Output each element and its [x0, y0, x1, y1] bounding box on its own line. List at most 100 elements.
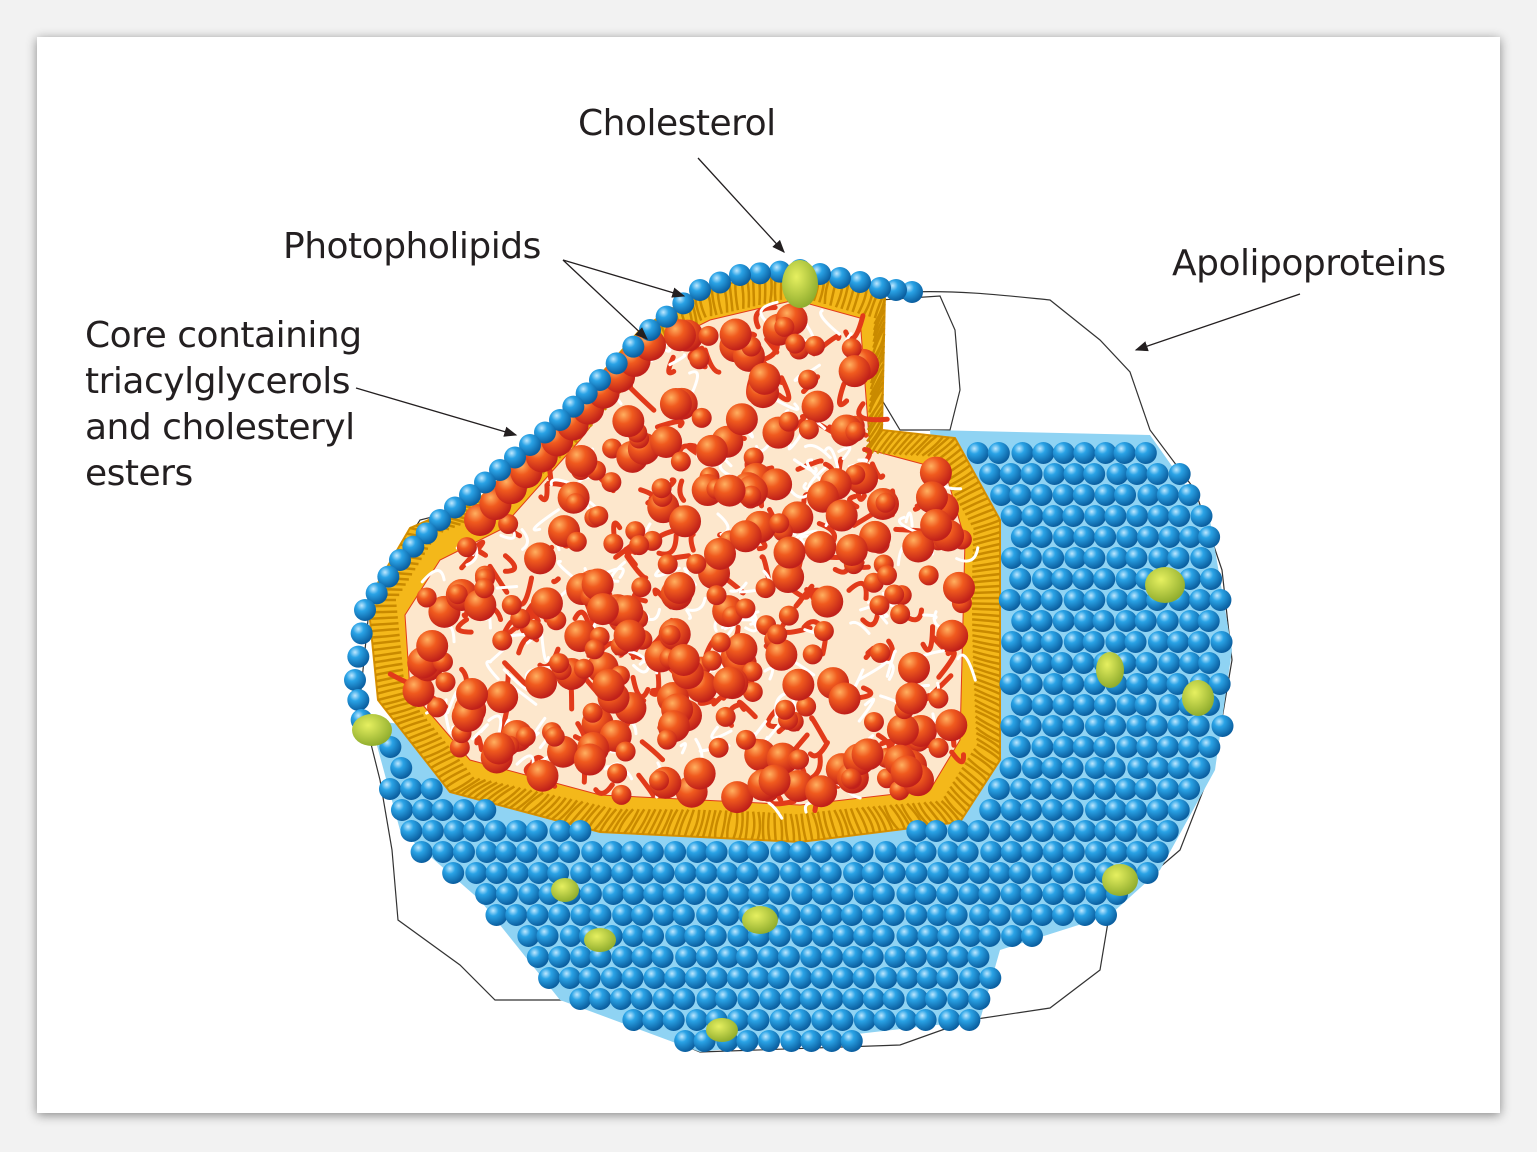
apolipoprotein-bead: [1114, 484, 1137, 506]
triacylglycerol-molecule: [840, 768, 861, 789]
fatty-acid-chain: [420, 569, 446, 584]
phospholipid-head: [389, 549, 411, 571]
apolipoprotein-bead: [1010, 526, 1033, 548]
triacylglycerol-molecule: [769, 513, 790, 534]
triacylglycerol-molecule: [876, 565, 897, 586]
phospholipid-tail: [964, 761, 988, 782]
cholesterol-molecule: [742, 906, 778, 934]
apolipoprotein-bead: [727, 883, 750, 905]
triacylglycerol-molecule: [869, 595, 890, 616]
phospholipid-tail: [423, 745, 450, 760]
apolipoprotein-bead: [1198, 736, 1221, 758]
triacylglycerol-molecule: [748, 362, 781, 395]
apolipoprotein-bead: [485, 904, 508, 926]
apolipoprotein-bead: [1134, 442, 1157, 464]
triacylglycerol-molecule: [667, 643, 700, 676]
triacylglycerol-molecule: [492, 630, 513, 651]
apolipoprotein-bead: [1000, 841, 1023, 863]
apolipoprotein-bead: [1127, 757, 1150, 779]
triacylglycerol-molecule: [942, 571, 975, 604]
triacylglycerol-molecule: [530, 587, 563, 620]
apolipoprotein-bead: [1031, 862, 1054, 884]
phospholipid-tail: [972, 572, 1001, 579]
apolipoprotein-bead: [675, 946, 698, 968]
apolipoprotein-bead: [947, 946, 970, 968]
apolipoprotein-bead: [872, 883, 895, 905]
fatty-acid-chain: [551, 576, 561, 585]
apolipoprotein-bead: [1040, 631, 1063, 653]
apolipoprotein-bead: [622, 883, 645, 905]
phospholipid-tail: [789, 813, 796, 842]
fatty-acid-chain: [862, 447, 873, 463]
apolipoprotein-bead: [791, 925, 814, 947]
phospholipid-tail: [766, 812, 771, 841]
fatty-acid-chain: [807, 740, 830, 759]
apolipoprotein-bead: [570, 904, 593, 926]
apolipoprotein-bead: [548, 904, 571, 926]
fatty-acid-chain: [502, 553, 518, 574]
phospholipid-tail: [872, 321, 886, 349]
cholesterol-molecule: [782, 260, 818, 308]
fatty-acid-chain: [846, 580, 869, 602]
apolipoprotein-bead: [1030, 484, 1053, 506]
apolipoprotein-bead: [987, 778, 1010, 800]
fatty-acid-chain: [549, 478, 570, 487]
fatty-acid-chain: [502, 668, 528, 691]
phospholipid-tail: [827, 810, 839, 838]
apolipoprotein-bead: [1050, 778, 1073, 800]
phospholipid-tail: [932, 437, 956, 458]
apolipoprotein-bead: [989, 820, 1012, 842]
apolipoprotein-bead: [1189, 589, 1212, 611]
triacylglycerol-molecule: [863, 711, 884, 732]
phospholipid-tail: [811, 811, 820, 840]
apolipoprotein-bead: [1187, 631, 1210, 653]
apolipoprotein-bead: [642, 925, 665, 947]
apolipoprotein-bead: [821, 904, 844, 926]
triacylglycerol-molecule: [663, 319, 696, 352]
fatty-acid-chain: [688, 531, 696, 553]
phospholipid-tail: [396, 714, 424, 726]
apolipoprotein-bead: [378, 778, 401, 800]
apolipoprotein-bead: [1064, 547, 1087, 569]
phospholipid-tail: [520, 791, 544, 812]
phospholipid-tail: [974, 715, 1001, 732]
phospholipid-tail: [974, 698, 1001, 714]
phospholipid-tail: [972, 660, 1001, 672]
phospholipid-tail: [503, 788, 527, 808]
triacylglycerol-molecule: [581, 568, 614, 601]
phospholipid-tail: [707, 809, 717, 838]
apolipoprotein-bead: [1147, 673, 1170, 695]
apolipoprotein-bead: [1021, 505, 1044, 527]
apolipoprotein-bead: [1134, 778, 1157, 800]
phospholipid-tail: [539, 795, 562, 818]
apolipoprotein-bead: [1031, 652, 1054, 674]
phospholipid-head: [605, 352, 628, 375]
apolipoprotein-bead: [674, 1030, 697, 1052]
triacylglycerol-molecule: [544, 726, 565, 747]
apolipoprotein-bead: [1072, 652, 1095, 674]
apolipoprotein-bead: [905, 862, 928, 884]
phospholipid-tail: [400, 718, 428, 731]
apolipoprotein-bead: [1083, 463, 1106, 485]
triacylglycerol-molecule: [611, 784, 632, 805]
apolipoprotein-bead: [652, 988, 675, 1010]
phospholipid-tail: [869, 369, 885, 396]
apolipoprotein-bead: [811, 925, 834, 947]
triacylglycerol-molecule: [782, 668, 815, 701]
phospholipid-tail: [972, 560, 1001, 568]
apolipoprotein-bead: [768, 883, 791, 905]
apolipoprotein-bead: [696, 988, 719, 1010]
phospholipid-head: [347, 689, 370, 711]
fatty-acid-chain: [776, 375, 792, 403]
phospholipid-tail: [961, 496, 989, 511]
apolipoprotein-bead: [936, 883, 959, 905]
apolipoprotein-bead: [810, 967, 833, 989]
apolipoprotein-bead: [906, 820, 929, 842]
triacylglycerol-molecule: [767, 624, 788, 645]
apolipoprotein-bead: [1094, 442, 1117, 464]
apolipoprotein-bead: [872, 925, 895, 947]
apolipoprotein-bead: [1210, 631, 1233, 653]
phospholipid-head: [901, 281, 923, 303]
core-label-line: and cholesteryl: [85, 407, 355, 448]
triacylglycerol-molecule: [615, 741, 636, 762]
